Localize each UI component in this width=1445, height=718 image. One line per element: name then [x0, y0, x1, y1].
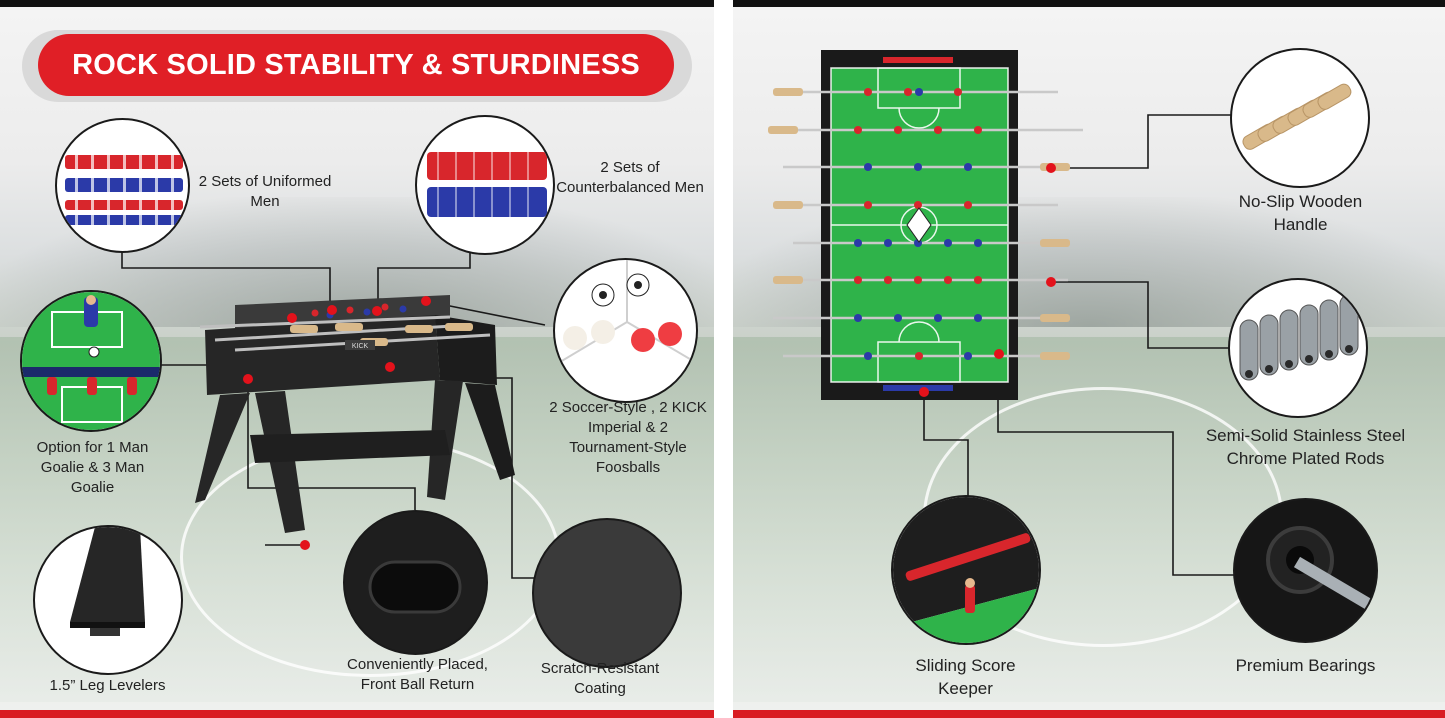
bearings-image: [1233, 498, 1378, 643]
table-brand: KICK: [352, 343, 369, 350]
callout-dot: [1046, 163, 1056, 173]
goalie-option-label: Option for 1 Man Goalie & 3 Man Goalie: [36, 439, 149, 496]
leg-levelers-label: 1.5” Leg Levelers: [49, 677, 166, 694]
coating-label: Scratch-Resistant Coating: [540, 660, 660, 697]
callout-dot: [243, 374, 253, 384]
scratch-resistant-coating-image: [532, 518, 682, 668]
goalie-option-image: [20, 290, 162, 432]
page-title: ROCK SOLID STABILITY & STURDINESS: [72, 48, 640, 81]
callout-dot: [919, 387, 929, 397]
leg-leveler-image: [33, 525, 183, 675]
right-panel: No-Slip Wooden Handle Semi-Solid Stainle…: [733, 0, 1445, 718]
bearings-label: Premium Bearings: [1235, 656, 1376, 675]
callout-dot: [300, 540, 310, 550]
chrome-rods-image: [1228, 278, 1368, 418]
top-bar: [0, 0, 714, 7]
callout-dot: [994, 349, 1004, 359]
wooden-handle-image: [1230, 48, 1370, 188]
score-keeper-label: Sliding Score Keeper: [915, 656, 1016, 698]
title-banner: ROCK SOLID STABILITY & STURDINESS: [38, 34, 674, 96]
top-bar: [733, 0, 1445, 7]
counterbalanced-men-image: [415, 115, 555, 255]
chrome-rods-label: Semi-Solid Stainless Steel Chrome Plated…: [1205, 426, 1406, 468]
callout-dot: [287, 313, 297, 323]
wooden-handle-label: No-Slip Wooden Handle: [1238, 192, 1363, 234]
callout-dot: [1046, 277, 1056, 287]
foosball-table-image: KICK: [195, 295, 515, 533]
callout-dot: [327, 305, 337, 315]
foosball-table-top-view: [768, 50, 1083, 400]
ball-return-image: [343, 510, 488, 655]
counterbalanced-men-label: 2 Sets of Counterbalanced Men: [556, 159, 704, 196]
callout-dot: [421, 296, 431, 306]
uniformed-men-image: [55, 118, 190, 253]
left-panel: ROCK SOLID STABILITY & STURDINESS: [0, 0, 714, 718]
callout-dot: [372, 306, 382, 316]
bottom-bar: [0, 710, 714, 718]
bottom-bar: [733, 710, 1445, 718]
ball-return-label: Conveniently Placed, Front Ball Return: [347, 656, 488, 693]
foosballs-image: [553, 258, 698, 403]
score-keeper-image: [891, 495, 1041, 645]
uniformed-men-label: 2 Sets of Uniformed Men: [198, 173, 332, 210]
foosballs-label: 2 Soccer-Style , 2 KICK Imperial & 2 Tou…: [549, 399, 707, 476]
callout-dot: [385, 362, 395, 372]
